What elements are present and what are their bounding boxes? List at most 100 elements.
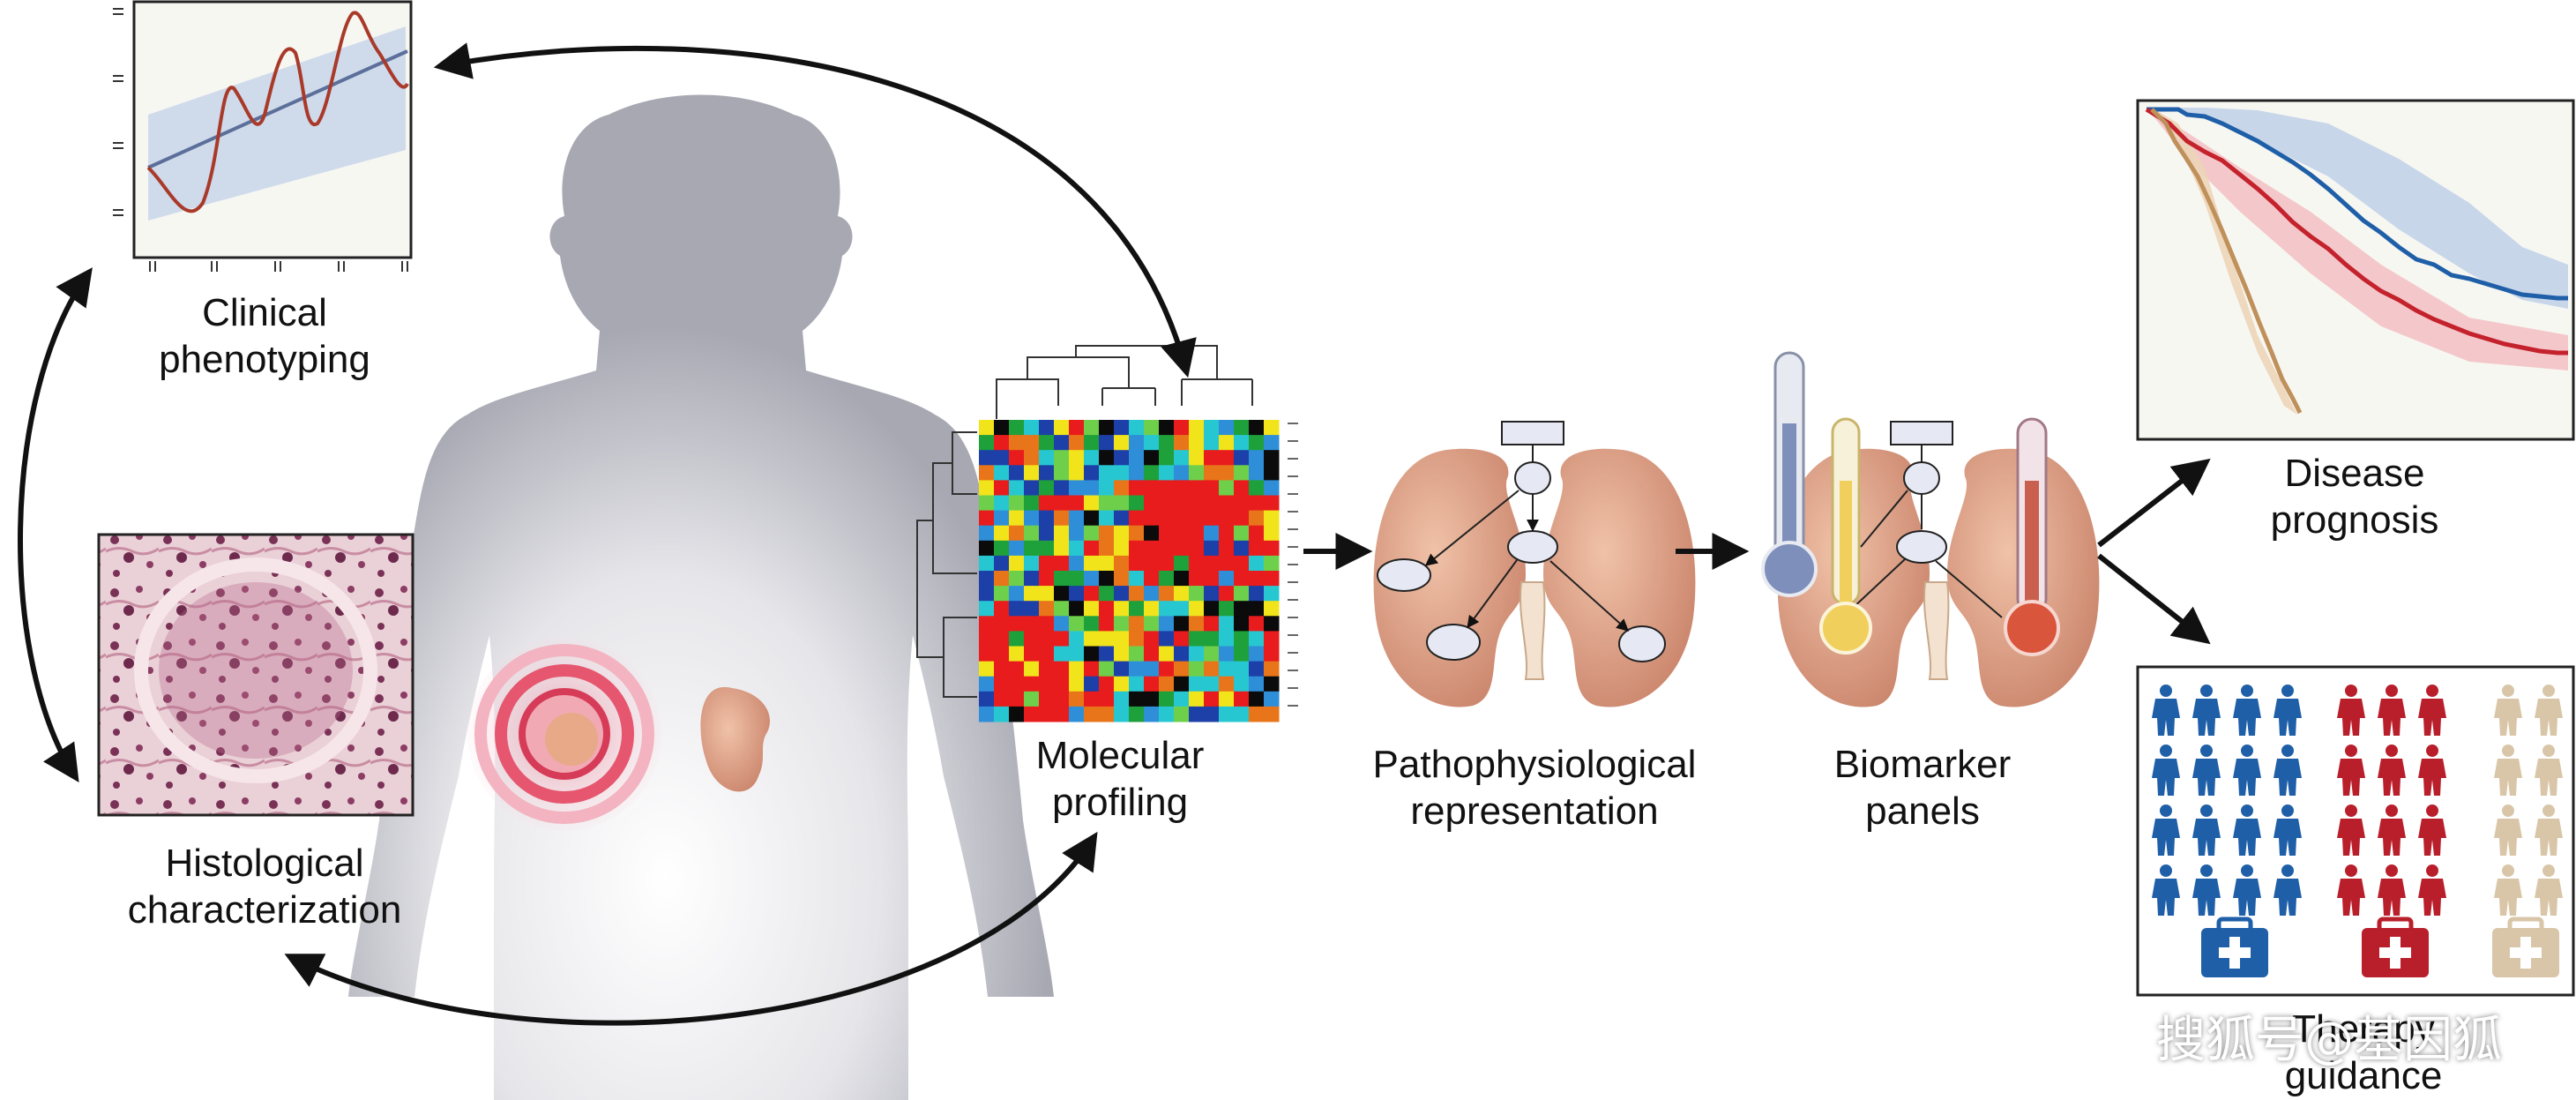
heatmap-cell	[994, 601, 1010, 617]
heatmap-cell	[1054, 420, 1070, 436]
heatmap-cell	[1219, 555, 1235, 572]
heatmap-cell	[979, 510, 995, 527]
heatmap-cell	[1234, 525, 1250, 542]
heatmap-cell	[1024, 631, 1040, 647]
heatmap-cell	[1189, 555, 1205, 572]
heatmap-cell	[1144, 616, 1160, 632]
heatmap-cell	[1024, 420, 1040, 436]
heatmap-cell	[1054, 540, 1070, 557]
heatmap-cell	[1264, 661, 1280, 677]
label-line: panels	[1865, 789, 1980, 833]
heatmap-cell	[1204, 706, 1220, 722]
heatmap-cell	[1114, 435, 1130, 451]
heatmap-cell	[1009, 571, 1025, 587]
heatmap-cell	[1234, 465, 1250, 481]
heatmap-cell	[1249, 586, 1265, 602]
heatmap-dendrogram-icon	[916, 345, 1298, 722]
heatmap-cell	[1099, 631, 1115, 647]
heatmap-cell	[1264, 465, 1280, 481]
heatmap-cell	[1039, 676, 1055, 692]
heatmap-cell	[1204, 465, 1220, 481]
human-silhouette	[348, 94, 1054, 1100]
heatmap-cell	[1009, 555, 1025, 572]
heatmap-cell	[1009, 540, 1025, 557]
heatmap-cell	[1189, 646, 1205, 662]
heatmap-cell	[1129, 631, 1145, 647]
heatmap-cell	[1204, 601, 1220, 617]
heatmap-cell	[1084, 435, 1100, 451]
heatmap-cell	[1234, 540, 1250, 557]
heatmap-cell	[1144, 480, 1160, 496]
heatmap-cell	[1114, 676, 1130, 692]
heatmap-cell	[1264, 495, 1280, 512]
heatmap-cell	[1024, 555, 1040, 572]
heatmap-cell	[1009, 691, 1025, 707]
heatmap-cell	[1069, 510, 1085, 527]
heatmap-cell	[1039, 586, 1055, 602]
heatmap-cell	[1189, 480, 1205, 496]
heatmap-cell	[1054, 691, 1070, 707]
heatmap-cell	[1009, 646, 1025, 662]
heatmap-cell	[1144, 631, 1160, 647]
heatmap-cell	[1204, 480, 1220, 496]
heatmap-cell	[1144, 571, 1160, 587]
heatmap-cell	[1099, 555, 1115, 572]
heatmap-cell	[1129, 435, 1145, 451]
heatmap-cell	[1009, 450, 1025, 466]
heatmap-cell	[1129, 586, 1145, 602]
heatmap-cell	[1234, 555, 1250, 572]
heatmap-cell	[1174, 525, 1190, 542]
heatmap-cell	[1129, 706, 1145, 722]
heatmap-cell	[994, 586, 1010, 602]
heatmap-cell	[1054, 510, 1070, 527]
heatmap-cell	[1219, 435, 1235, 451]
heatmap-cell	[1219, 706, 1235, 722]
heatmap-cell	[1024, 646, 1040, 662]
person-icon	[2192, 864, 2221, 916]
heatmap-cell	[1159, 495, 1175, 512]
heatmap-cell	[1174, 435, 1190, 451]
heatmap-cell	[1069, 435, 1085, 451]
heatmap-cell	[1024, 435, 1040, 451]
heatmap-cell	[1099, 706, 1115, 722]
heatmap-cell	[1249, 525, 1265, 542]
heatmap-cell	[1249, 571, 1265, 587]
heatmap-cell	[1129, 616, 1145, 632]
heatmap-cell	[1264, 571, 1280, 587]
heatmap-cell	[1144, 586, 1160, 602]
heatmap-cell	[994, 450, 1010, 466]
heatmap-cell	[1114, 420, 1130, 436]
heatmap-cell	[1249, 616, 1265, 632]
heatmap-cell	[1099, 435, 1115, 451]
heatmap-cell	[1084, 571, 1100, 587]
heatmap-cell	[1114, 540, 1130, 557]
heatmap-cell	[1159, 706, 1175, 722]
heatmap-cell	[1174, 465, 1190, 481]
heatmap-cell	[1099, 601, 1115, 617]
heatmap-cell	[979, 661, 995, 677]
heatmap-cell	[1099, 525, 1115, 542]
heatmap-cell	[1174, 646, 1190, 662]
label-line: phenotyping	[159, 338, 370, 381]
label-pathophysiological-representation: Pathophysiological representation	[1323, 741, 1746, 834]
heatmap-cell	[1024, 495, 1040, 512]
heatmap-cell	[1024, 571, 1040, 587]
heatmap-cell	[979, 571, 995, 587]
heatmap-cell	[1159, 676, 1175, 692]
heatmap-cell	[1099, 450, 1115, 466]
heatmap-cell	[1204, 571, 1220, 587]
heatmap-cell	[994, 661, 1010, 677]
heatmap-cell	[1264, 540, 1280, 557]
heatmap-cell	[1159, 435, 1175, 451]
heatmap-cell	[1144, 465, 1160, 481]
heatmap-cell	[1144, 510, 1160, 527]
heatmap-cell	[1249, 676, 1265, 692]
heatmap-cell	[1249, 420, 1265, 436]
heatmap-cell	[1144, 661, 1160, 677]
heatmap-cell	[1249, 435, 1265, 451]
heatmap-cell	[1249, 495, 1265, 512]
person-icon	[2535, 745, 2563, 796]
heatmap-cell	[1204, 495, 1220, 512]
heatmap-cell	[994, 510, 1010, 527]
